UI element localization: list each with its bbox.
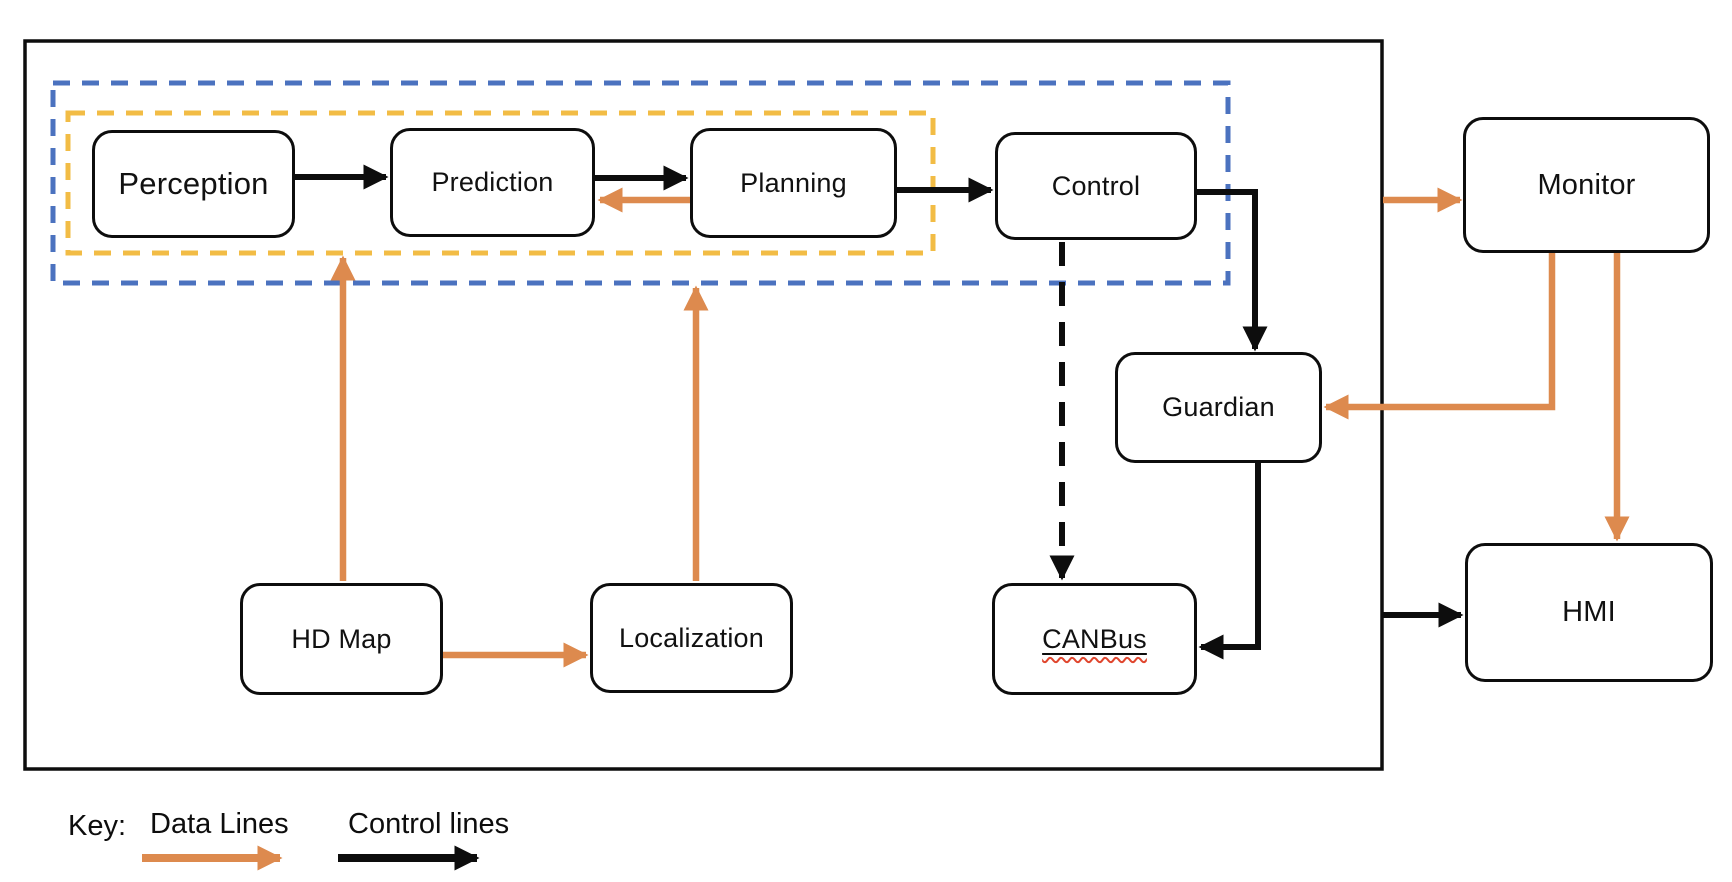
node-prediction-label: Prediction [431, 167, 554, 197]
node-localization: Localization [590, 583, 793, 693]
node-canbus: CANBus [992, 583, 1197, 695]
legend-data-lines-label: Data Lines [150, 808, 289, 840]
yellow-dashed-group-boundary [65, 110, 936, 256]
arrow-monitor-to-guardian [1323, 253, 1556, 420]
node-planning: Planning [690, 128, 897, 238]
node-hd-map-label: HD Map [291, 623, 392, 654]
arrow-control-to-guardian [1197, 189, 1268, 352]
node-prediction: Prediction [390, 128, 595, 237]
node-guardian: Guardian [1115, 352, 1322, 463]
legend-title: Key: [68, 810, 127, 842]
node-hd-map: HD Map [240, 583, 443, 695]
node-hmi: HMI [1465, 543, 1713, 682]
node-localization-label: Localization [619, 622, 764, 653]
node-perception-label: Perception [118, 166, 269, 201]
node-canbus-label: CANBus [1042, 623, 1147, 654]
node-perception: Perception [92, 130, 295, 238]
node-monitor: Monitor [1463, 117, 1710, 253]
node-guardian-label: Guardian [1162, 392, 1275, 422]
legend-control-lines-label: Control lines [348, 808, 510, 840]
node-hmi-label: HMI [1562, 596, 1616, 628]
arrow-guardian-to-canbus [1198, 463, 1261, 660]
node-planning-label: Planning [740, 167, 847, 198]
node-monitor-label: Monitor [1537, 168, 1636, 201]
blue-dashed-group-boundary [50, 80, 1231, 286]
node-control: Control [995, 132, 1197, 240]
node-control-label: Control [1051, 170, 1141, 201]
